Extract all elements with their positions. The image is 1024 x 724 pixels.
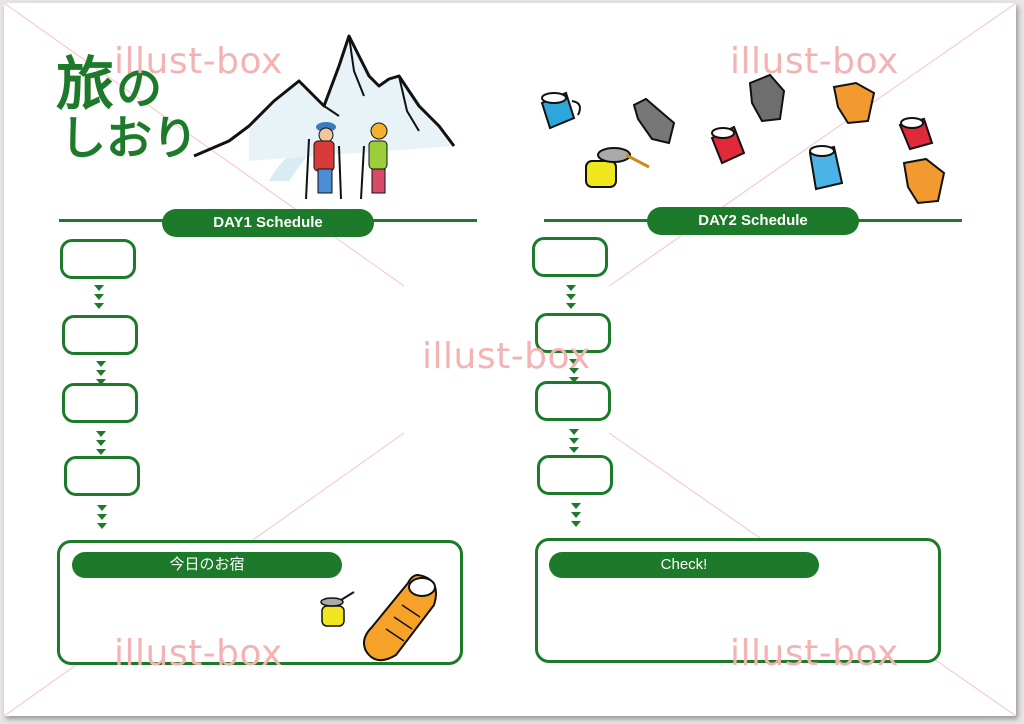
glove-icon: [632, 97, 676, 145]
title-kana: の: [116, 61, 163, 115]
check-label: Check!: [660, 556, 708, 573]
down-arrows-icon: [566, 285, 576, 309]
title-line2: しおり: [60, 111, 198, 165]
day1-label: DAY1 Schedule: [213, 214, 323, 231]
blue-mug-icon: [808, 145, 844, 191]
orange-glove-icon: [832, 81, 876, 125]
down-arrows-icon: [97, 505, 107, 529]
camping-gear-illustration: [540, 73, 946, 205]
stove-pot-icon: [585, 147, 650, 188]
day2-schedule-box-2[interactable]: [535, 313, 611, 353]
orange-glove-icon: [902, 157, 946, 205]
day1-header: DAY1 Schedule: [162, 209, 374, 237]
lodging-label: 今日のお宿: [169, 556, 245, 573]
watermark: illust-box: [730, 633, 899, 674]
watermark: illust-box: [422, 336, 591, 377]
day2-label: DAY2 Schedule: [698, 212, 808, 229]
itinerary-sheet: 旅の しおり: [4, 3, 1016, 716]
title-kanji: 旅: [56, 50, 115, 118]
day1-schedule-box-1[interactable]: [60, 239, 136, 279]
mountain-hikers-illustration: [193, 34, 456, 200]
watermark: illust-box: [114, 633, 283, 674]
stove-icon: [320, 591, 355, 627]
lodging-header: 今日のお宿: [72, 552, 342, 578]
down-arrows-icon: [96, 431, 106, 455]
day2-header: DAY2 Schedule: [647, 207, 859, 235]
watermark: illust-box: [114, 41, 283, 82]
down-arrows-icon: [569, 429, 579, 453]
day1-schedule-box-4[interactable]: [64, 456, 140, 496]
day2-schedule-box-3[interactable]: [535, 381, 611, 421]
down-arrows-icon: [96, 361, 106, 385]
red-mug-icon: [710, 125, 746, 165]
check-box[interactable]: Check!: [535, 538, 941, 663]
glove-icon: [748, 73, 786, 123]
lodging-box[interactable]: 今日のお宿: [57, 540, 463, 665]
day1-schedule-box-3[interactable]: [62, 383, 138, 423]
red-mug-icon: [898, 117, 934, 151]
down-arrows-icon: [569, 359, 579, 383]
sleeping-bag-icon: [363, 573, 437, 662]
day2-schedule-box-4[interactable]: [537, 455, 613, 495]
hiker-2-icon: [360, 122, 388, 200]
hiker-1-icon: [305, 122, 342, 200]
down-arrows-icon: [571, 503, 581, 527]
day2-schedule-box-1[interactable]: [532, 237, 608, 277]
check-header: Check!: [549, 552, 819, 578]
down-arrows-icon: [94, 285, 104, 309]
day1-schedule-box-2[interactable]: [62, 315, 138, 355]
blue-mug-icon: [540, 91, 581, 130]
watermark: illust-box: [730, 41, 899, 82]
page-title: 旅の しおり: [56, 55, 198, 161]
